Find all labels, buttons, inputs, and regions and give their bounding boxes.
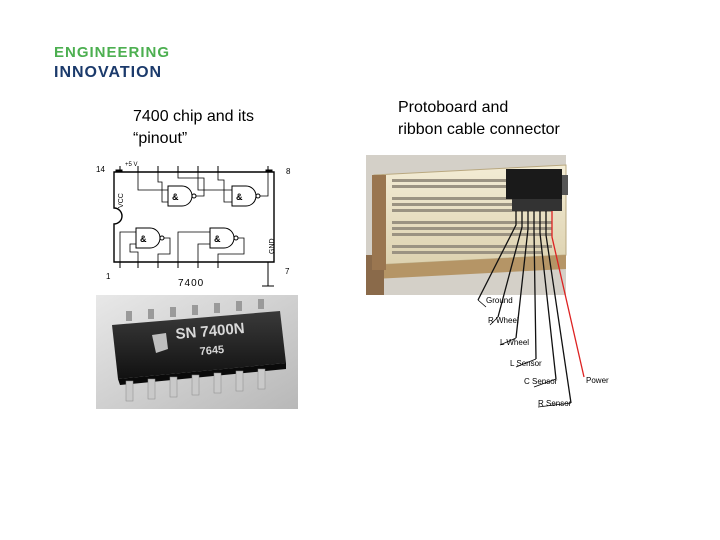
gate-2-symbol: & (236, 192, 243, 202)
gnd-label: GND (269, 238, 276, 254)
right-caption: Protoboard and ribbon cable connector (398, 97, 658, 141)
supply-label: +5 V (125, 162, 138, 168)
chip-marking-1: SN 7400N (175, 320, 245, 343)
pin-7-label: 7 (285, 267, 290, 276)
wire-label-r-wheel: R Wheel (488, 316, 519, 325)
chip-marking-2: 7645 (199, 344, 224, 358)
pin-8-label: 8 (286, 167, 291, 176)
pin-1-label: 1 (106, 272, 111, 281)
wire-label-l-sensor: L Sensor (510, 359, 542, 368)
logo-line2: INNOVATION (54, 64, 162, 81)
pin-14-label: 14 (96, 165, 105, 174)
logo-line1: ENGINEERING (54, 44, 170, 61)
wire-label-l-wheel: L Wheel (500, 338, 529, 347)
engineering-innovation-logo: ENGINEERING INNOVATION (54, 44, 170, 81)
vcc-label: VCC (118, 193, 125, 208)
chip-name-label: 7400 (178, 278, 204, 289)
wire-label-r-sensor: R Sensor (538, 399, 572, 408)
protoboard-ribbon-diagram: Ground R Wheel L Wheel L Sensor C Sensor… (366, 155, 609, 408)
wire-label-c-sensor: C Sensor (524, 377, 558, 386)
left-caption-line1: 7400 chip and its (133, 108, 254, 125)
sn7400n-chip-photo: SN 7400N 7645 (96, 295, 298, 409)
wire-label-power: Power (586, 376, 609, 385)
7400-pinout-diagram: 14 8 1 7 +5 V VCC GND & & & & 7400 (96, 162, 291, 289)
left-caption-line2: “pinout” (133, 130, 188, 147)
right-caption-line1: Protoboard and (398, 99, 509, 116)
gate-3-symbol: & (140, 234, 147, 244)
gate-1-symbol: & (172, 192, 179, 202)
wire-label-ground: Ground (486, 296, 513, 305)
left-caption: 7400 chip and its “pinout” (133, 106, 353, 150)
right-caption-line2: ribbon cable connector (398, 121, 560, 138)
gate-4-symbol: & (214, 234, 221, 244)
